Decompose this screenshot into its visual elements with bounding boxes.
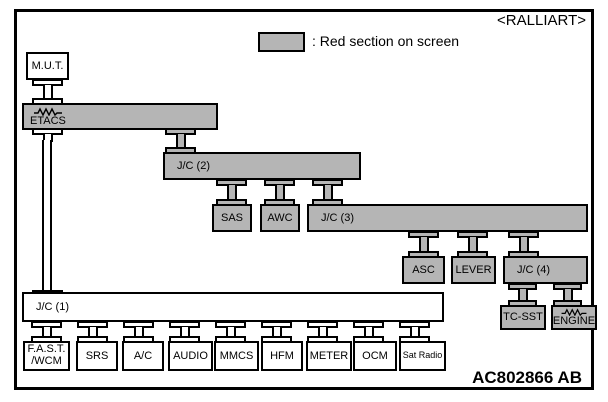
connector-jc1-ocm [353,321,384,343]
node-ac[interactable]: A/C [122,341,164,371]
connector-stem [226,185,237,200]
page-title: <RALLIART> [497,12,586,29]
connector-jc3-asc [408,231,439,258]
connector-mut-etacs [32,79,63,105]
reference-code: AC802866 AB [472,368,582,387]
node-srs[interactable]: SRS [76,341,118,371]
node-jc4-label: J/C (4) [517,264,550,276]
connector-jc2-jc3 [312,179,343,206]
node-jc3[interactable]: J/C (3) [307,204,588,232]
connector-stem [175,134,186,148]
node-engine-label: ENGINE [552,314,596,327]
node-fast-wcm-content: F.A.S.T. /WCM [28,344,66,367]
node-asc[interactable]: ASC [402,256,445,284]
connector-jc3-jc4 [508,231,539,258]
node-jc1-label: J/C (1) [36,301,69,313]
node-engine[interactable]: ENGINE [551,305,597,330]
legend-label: : Red section on screen [312,33,460,49]
node-sat-radio-label: Sat Radio [402,350,443,361]
connector-stem [363,327,374,337]
connector-stem [517,289,528,301]
connector-jc2-awc [264,179,295,206]
node-fast-wcm[interactable]: F.A.S.T. /WCM [23,341,70,371]
connector-jc1-srs [77,321,108,343]
connector-jc1-meter [307,321,338,343]
connector-stem [42,85,53,99]
node-mut[interactable]: M.U.T. [26,52,69,80]
connector-stem [562,289,573,301]
connector-stem [87,327,98,337]
node-lever-label: LEVER [455,263,492,276]
connector-jc4-engine [553,283,582,307]
diagram-frame [14,9,594,390]
node-sas-label: SAS [220,211,243,224]
node-jc4[interactable]: J/C (4) [503,256,588,284]
connector-stem [274,185,285,200]
cable-etacs-to-jc1 [42,140,52,292]
node-ac-label: A/C [133,349,153,362]
node-ocm[interactable]: OCM [353,341,397,371]
node-hfm[interactable]: HFM [261,341,303,371]
connector-stem [409,327,420,337]
node-jc3-label: J/C (3) [321,212,354,224]
node-jc2[interactable]: J/C (2) [163,152,361,180]
node-meter[interactable]: METER [306,341,352,371]
resistor-squiggle-icon [33,107,62,116]
connector-stem [518,237,529,252]
legend-color-swatch [258,32,305,52]
node-srs-label: SRS [85,349,109,362]
connector-jc1-hfm [261,321,292,343]
node-sat-radio[interactable]: Sat Radio [399,341,446,371]
connector-stem [225,327,236,337]
connector-jc1-mmcs [215,321,246,343]
connector-stem [41,327,52,337]
node-etacs[interactable]: ETACS [22,103,218,130]
node-hfm-label: HFM [270,349,294,362]
connector-stem [467,237,478,252]
node-jc1[interactable]: J/C (1) [22,292,444,322]
connector-etacs-bottom [32,128,63,148]
connector-stem [42,134,53,142]
node-ocm-label: OCM [362,349,388,362]
connector-jc1-sat-radio [399,321,430,343]
connector-stem [317,327,328,337]
node-tc-sst[interactable]: TC-SST [500,305,546,330]
node-mmcs[interactable]: MMCS [214,341,259,371]
resistor-squiggle-icon [561,308,587,316]
node-sas[interactable]: SAS [212,204,252,232]
connector-jc1-audio [169,321,200,343]
node-asc-label: ASC [412,263,435,276]
node-fast-wcm-label-line2: /WCM [31,355,62,367]
connector-stem [133,327,144,337]
connector-jc4-tcsst [508,283,537,307]
connector-jc1-fast-wcm [31,321,62,343]
node-awc-label: AWC [267,211,293,224]
connector-stem [271,327,282,337]
node-awc[interactable]: AWC [260,204,300,232]
connector-jc3-lever [457,231,488,258]
connector-stem [322,185,333,200]
connector-etacs-jc2 [165,128,196,154]
node-mmcs-label: MMCS [219,349,254,362]
node-fast-wcm-label-line1: F.A.S.T. [27,343,66,356]
node-engine-content: ENGINE [553,308,595,328]
node-etacs-content: ETACS [30,107,66,127]
node-jc2-label: J/C (2) [177,160,210,172]
connector-stem [418,237,429,252]
node-lever[interactable]: LEVER [451,256,496,284]
connector-jc1-ac [123,321,154,343]
connector-jc2-sas [216,179,247,206]
node-etacs-label: ETACS [30,115,66,127]
connector-stem [179,327,190,337]
node-meter-label: METER [309,349,349,362]
node-tc-sst-label: TC-SST [503,311,543,324]
node-mut-label: M.U.T. [31,59,64,72]
node-audio-label: AUDIO [173,349,208,362]
node-audio[interactable]: AUDIO [168,341,213,371]
